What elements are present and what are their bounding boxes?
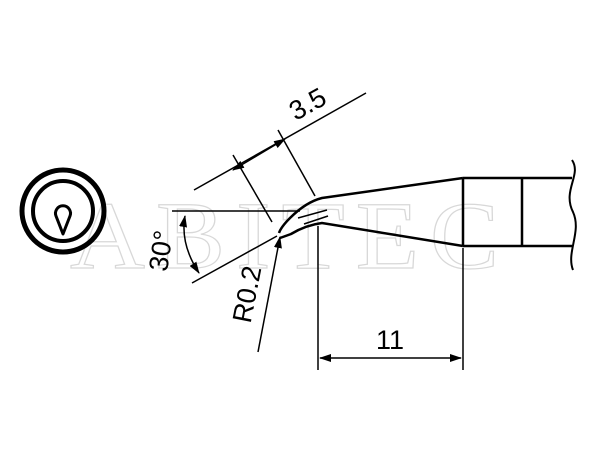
tip-length-label: 3.5 <box>284 82 331 126</box>
bend-angle-label: 30° <box>143 228 178 273</box>
dimension-tip-radius <box>257 236 282 353</box>
dimension-bend-angle <box>172 210 300 284</box>
teardrop-tip-cross-section-icon <box>19 167 107 255</box>
bend-length-label: 11 <box>376 325 404 355</box>
dimension-bend-length <box>317 226 464 370</box>
tip-outline <box>277 159 577 271</box>
